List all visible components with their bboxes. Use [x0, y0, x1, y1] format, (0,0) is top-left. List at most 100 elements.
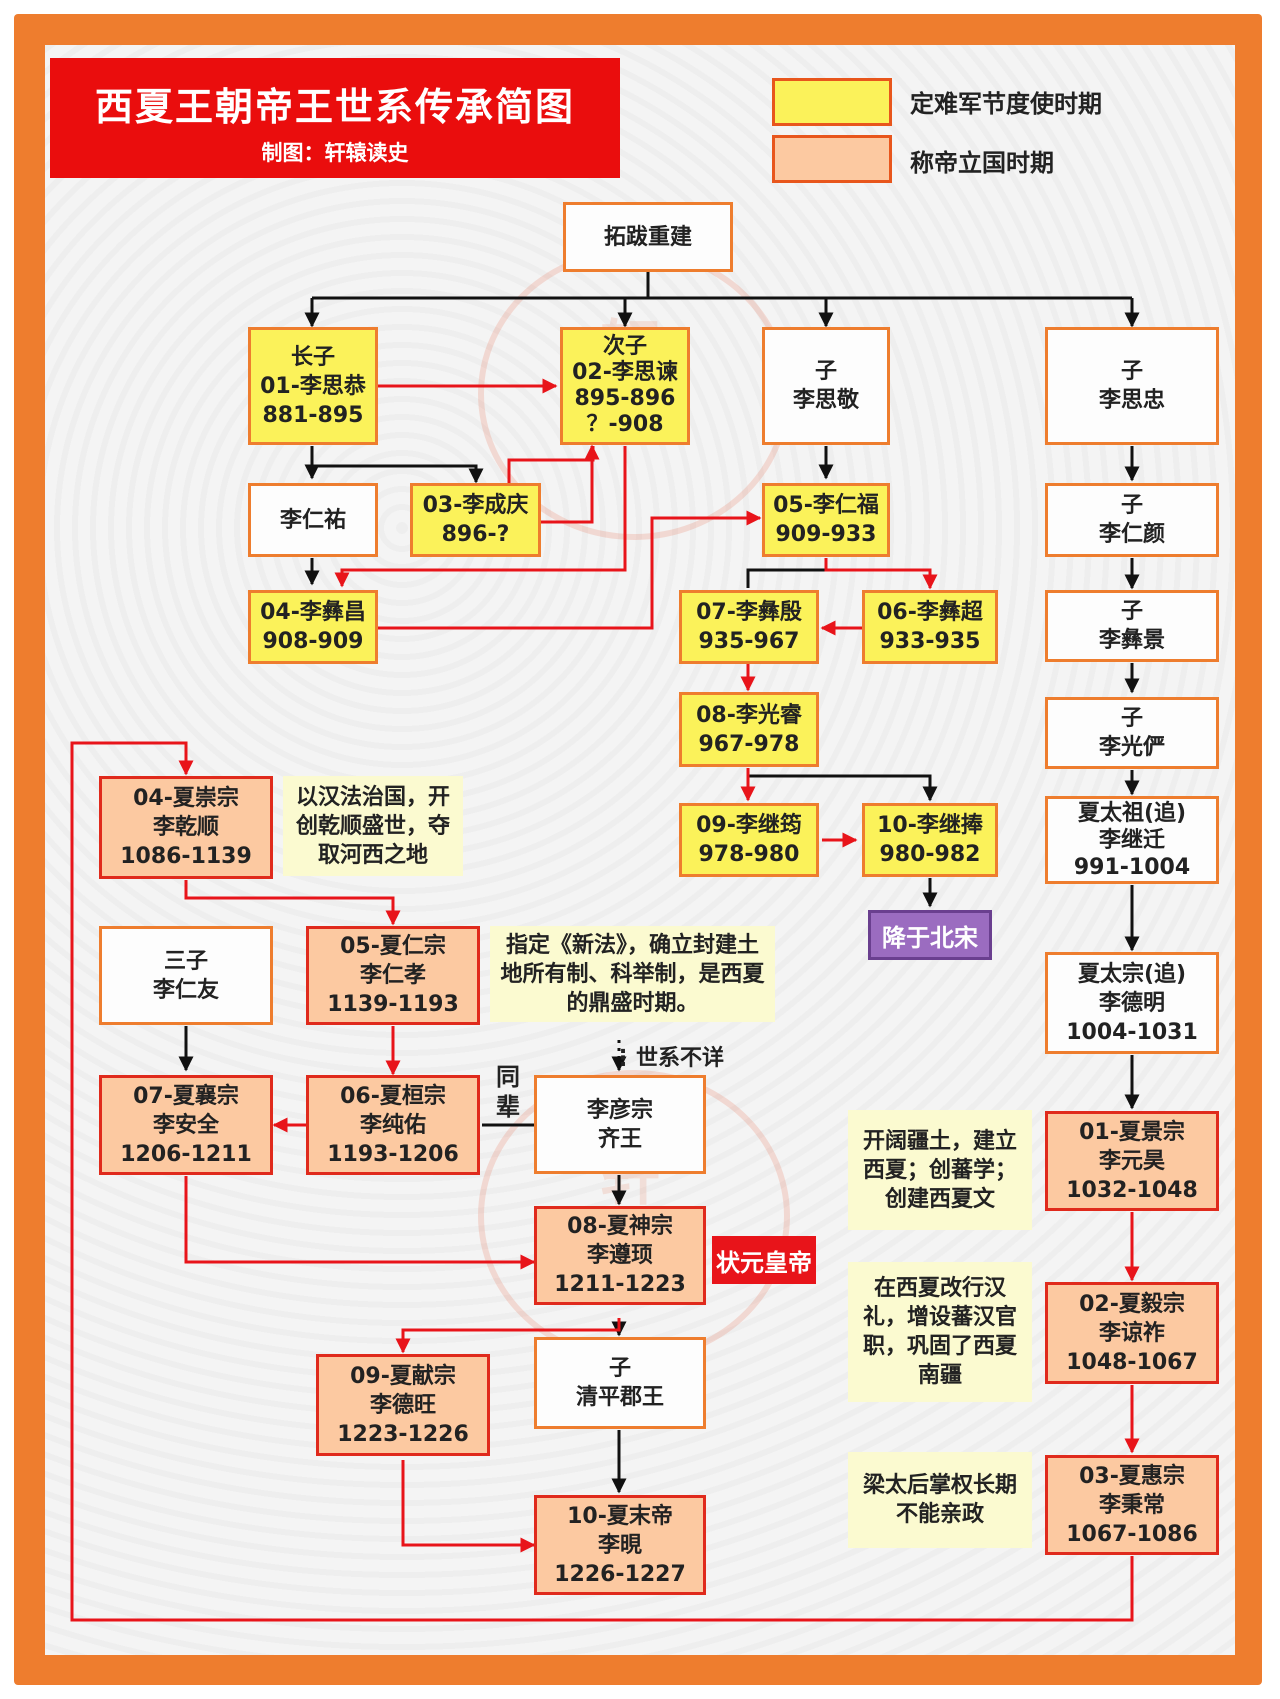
node-line: 933-935 [879, 629, 981, 654]
node-line: 09-夏献宗 [350, 1363, 456, 1389]
node-line: 长子 [290, 344, 335, 370]
node-line: 1032-1048 [1066, 1177, 1198, 1203]
zhuangyuan-emperor-label: 状元皇帝 [712, 1236, 816, 1284]
node-li-sijing: 子 李思敬 [762, 327, 890, 445]
node-line: 991-1004 [1073, 854, 1191, 880]
node-xia-xianzong: 09-夏献宗 李德旺 1223-1226 [316, 1354, 490, 1456]
node-xia-xiangzong: 07-夏襄宗 李安全 1206-1211 [99, 1075, 273, 1175]
node-line: 李纯佑 [359, 1112, 426, 1138]
node-line: 08-夏神宗 [567, 1214, 673, 1239]
node-line: 1139-1193 [327, 992, 459, 1017]
node-line: 978-980 [698, 842, 800, 867]
node-li-renyan: 子 李仁颜 [1045, 483, 1219, 557]
node-line: 881-895 [262, 402, 364, 428]
same-generation-label: 同辈 [496, 1063, 520, 1121]
node-line: 10-夏末帝 [567, 1503, 673, 1529]
node-line: 李元昊 [1098, 1148, 1165, 1174]
node-li-sigong: 长子 01-李思恭 881-895 [248, 327, 378, 445]
node-li-renyou: 李仁祐 [248, 483, 378, 557]
node-li-sizhong: 子 李思忠 [1045, 327, 1219, 445]
node-line: 李仁孝 [359, 963, 426, 988]
node-li-yanzong: 李彦宗 齐王 [534, 1075, 706, 1174]
node-line: 05-李仁福 [773, 493, 879, 518]
node-line: 908-909 [262, 629, 364, 654]
node-line: 1193-1206 [327, 1141, 459, 1167]
node-li-deming: 夏太宗(追) 李德明 1004-1031 [1045, 952, 1219, 1054]
node-li-jiqian: 夏太祖(追) 李继迁 991-1004 [1045, 796, 1219, 884]
node-line: 01-夏景宗 [1079, 1119, 1185, 1145]
node-line: 拓跋重建 [603, 224, 692, 250]
node-line: 03-夏惠宗 [1079, 1463, 1185, 1489]
node-li-renyou-sanzi: 三子 李仁友 [99, 926, 273, 1025]
node-line: 1223-1226 [337, 1421, 469, 1447]
node-line: 896-? [441, 522, 510, 547]
title-banner: 西夏王朝帝王世系传承简图 制图：轩辕读史 [50, 58, 620, 178]
node-xia-jingzong: 01-夏景宗 李元昊 1032-1048 [1045, 1111, 1219, 1211]
note-yizong: 在西夏改行汉礼，增设蕃汉官职，巩固了西夏南疆 [848, 1262, 1032, 1402]
node-li-yijing: 子 李彝景 [1045, 590, 1219, 662]
node-line: 1048-1067 [1066, 1349, 1198, 1375]
node-line: 980-982 [879, 842, 981, 867]
node-tuoba-chongjian: 拓跋重建 [563, 202, 733, 272]
node-line: 李光俨 [1098, 735, 1165, 760]
node-line: 1211-1223 [554, 1272, 686, 1297]
node-line: 10-李继捧 [877, 813, 983, 838]
note-renzong: 指定《新法》，确立封建土地所有制、科举制，是西夏的鼎盛时期。 [490, 926, 775, 1022]
node-line: 李继迁 [1098, 827, 1165, 853]
note-chongzong: 以汉法治国，开创乾顺盛世，夺取河西之地 [283, 776, 463, 876]
node-line: 子 [1120, 706, 1143, 731]
node-li-yichao: 06-李彝超 933-935 [862, 590, 998, 664]
node-line: 李乾顺 [152, 815, 219, 840]
page-credit: 制图：轩辕读史 [261, 141, 409, 165]
node-line: 李谅祚 [1098, 1320, 1165, 1346]
legend-label-yellow: 定难军节度使时期 [910, 90, 1102, 118]
node-qingping-wang: 子 清平郡王 [534, 1337, 706, 1429]
note-huizong: 梁太后掌权长期不能亲政 [848, 1452, 1032, 1548]
node-line: 李思忠 [1098, 388, 1165, 413]
node-line: 李仁颜 [1098, 522, 1165, 547]
node-line: 07-夏襄宗 [133, 1083, 239, 1109]
node-line: 08-李光睿 [696, 702, 802, 728]
node-line: 子 [1120, 359, 1143, 384]
node-line: 895-896 [574, 386, 676, 411]
node-line: 李晛 [597, 1532, 642, 1558]
node-li-jiyun: 09-李继筠 978-980 [679, 803, 819, 877]
node-li-guangyan: 子 李光俨 [1045, 697, 1219, 769]
node-line: 02-李思谏 [572, 360, 678, 385]
node-xia-renzong: 05-夏仁宗 李仁孝 1139-1193 [306, 926, 480, 1025]
node-line: 967-978 [698, 731, 800, 757]
node-line: 李遵顼 [586, 1243, 653, 1268]
node-line: 李秉常 [1098, 1492, 1165, 1518]
node-line: 09-李继筠 [696, 813, 802, 838]
node-line: 三子 [163, 948, 208, 974]
node-line: 夏太祖(追) [1077, 800, 1187, 826]
node-li-yichang: 04-李彝昌 908-909 [248, 590, 378, 664]
node-xia-modi: 10-夏末帝 李晛 1226-1227 [534, 1495, 706, 1595]
node-line: 清平郡王 [575, 1385, 664, 1410]
node-line: 李德旺 [369, 1392, 436, 1418]
node-line: 02-夏毅宗 [1079, 1291, 1185, 1317]
node-line: 李德明 [1098, 990, 1165, 1016]
node-line: 子 [814, 359, 837, 384]
node-line: 1206-1211 [120, 1141, 252, 1167]
node-line: 李思敬 [792, 388, 859, 413]
node-line: 06-夏桓宗 [340, 1083, 446, 1109]
node-line: 1067-1086 [1066, 1521, 1198, 1547]
node-xia-chongzong: 04-夏崇宗 李乾顺 1086-1139 [99, 776, 273, 879]
node-line: 李彦宗 [586, 1097, 653, 1123]
legend-swatch-orange [772, 135, 892, 183]
node-line: 07-李彝殷 [696, 600, 802, 625]
node-line: 1004-1031 [1066, 1019, 1198, 1045]
node-line: 04-李彝昌 [260, 600, 366, 625]
node-line: 1086-1139 [120, 844, 252, 869]
node-line: 子 [1120, 599, 1143, 624]
node-line: 次子 [602, 334, 647, 359]
node-xia-huanzong: 06-夏桓宗 李纯佑 1193-1206 [306, 1075, 480, 1175]
page-title: 西夏王朝帝王世系传承简图 [94, 85, 575, 129]
node-xia-yizong: 02-夏毅宗 李谅祚 1048-1067 [1045, 1282, 1219, 1384]
node-line: 李仁友 [152, 977, 219, 1003]
node-line: 935-967 [698, 629, 800, 654]
node-line: 1226-1227 [554, 1561, 686, 1587]
node-line: 李仁祐 [279, 507, 346, 533]
